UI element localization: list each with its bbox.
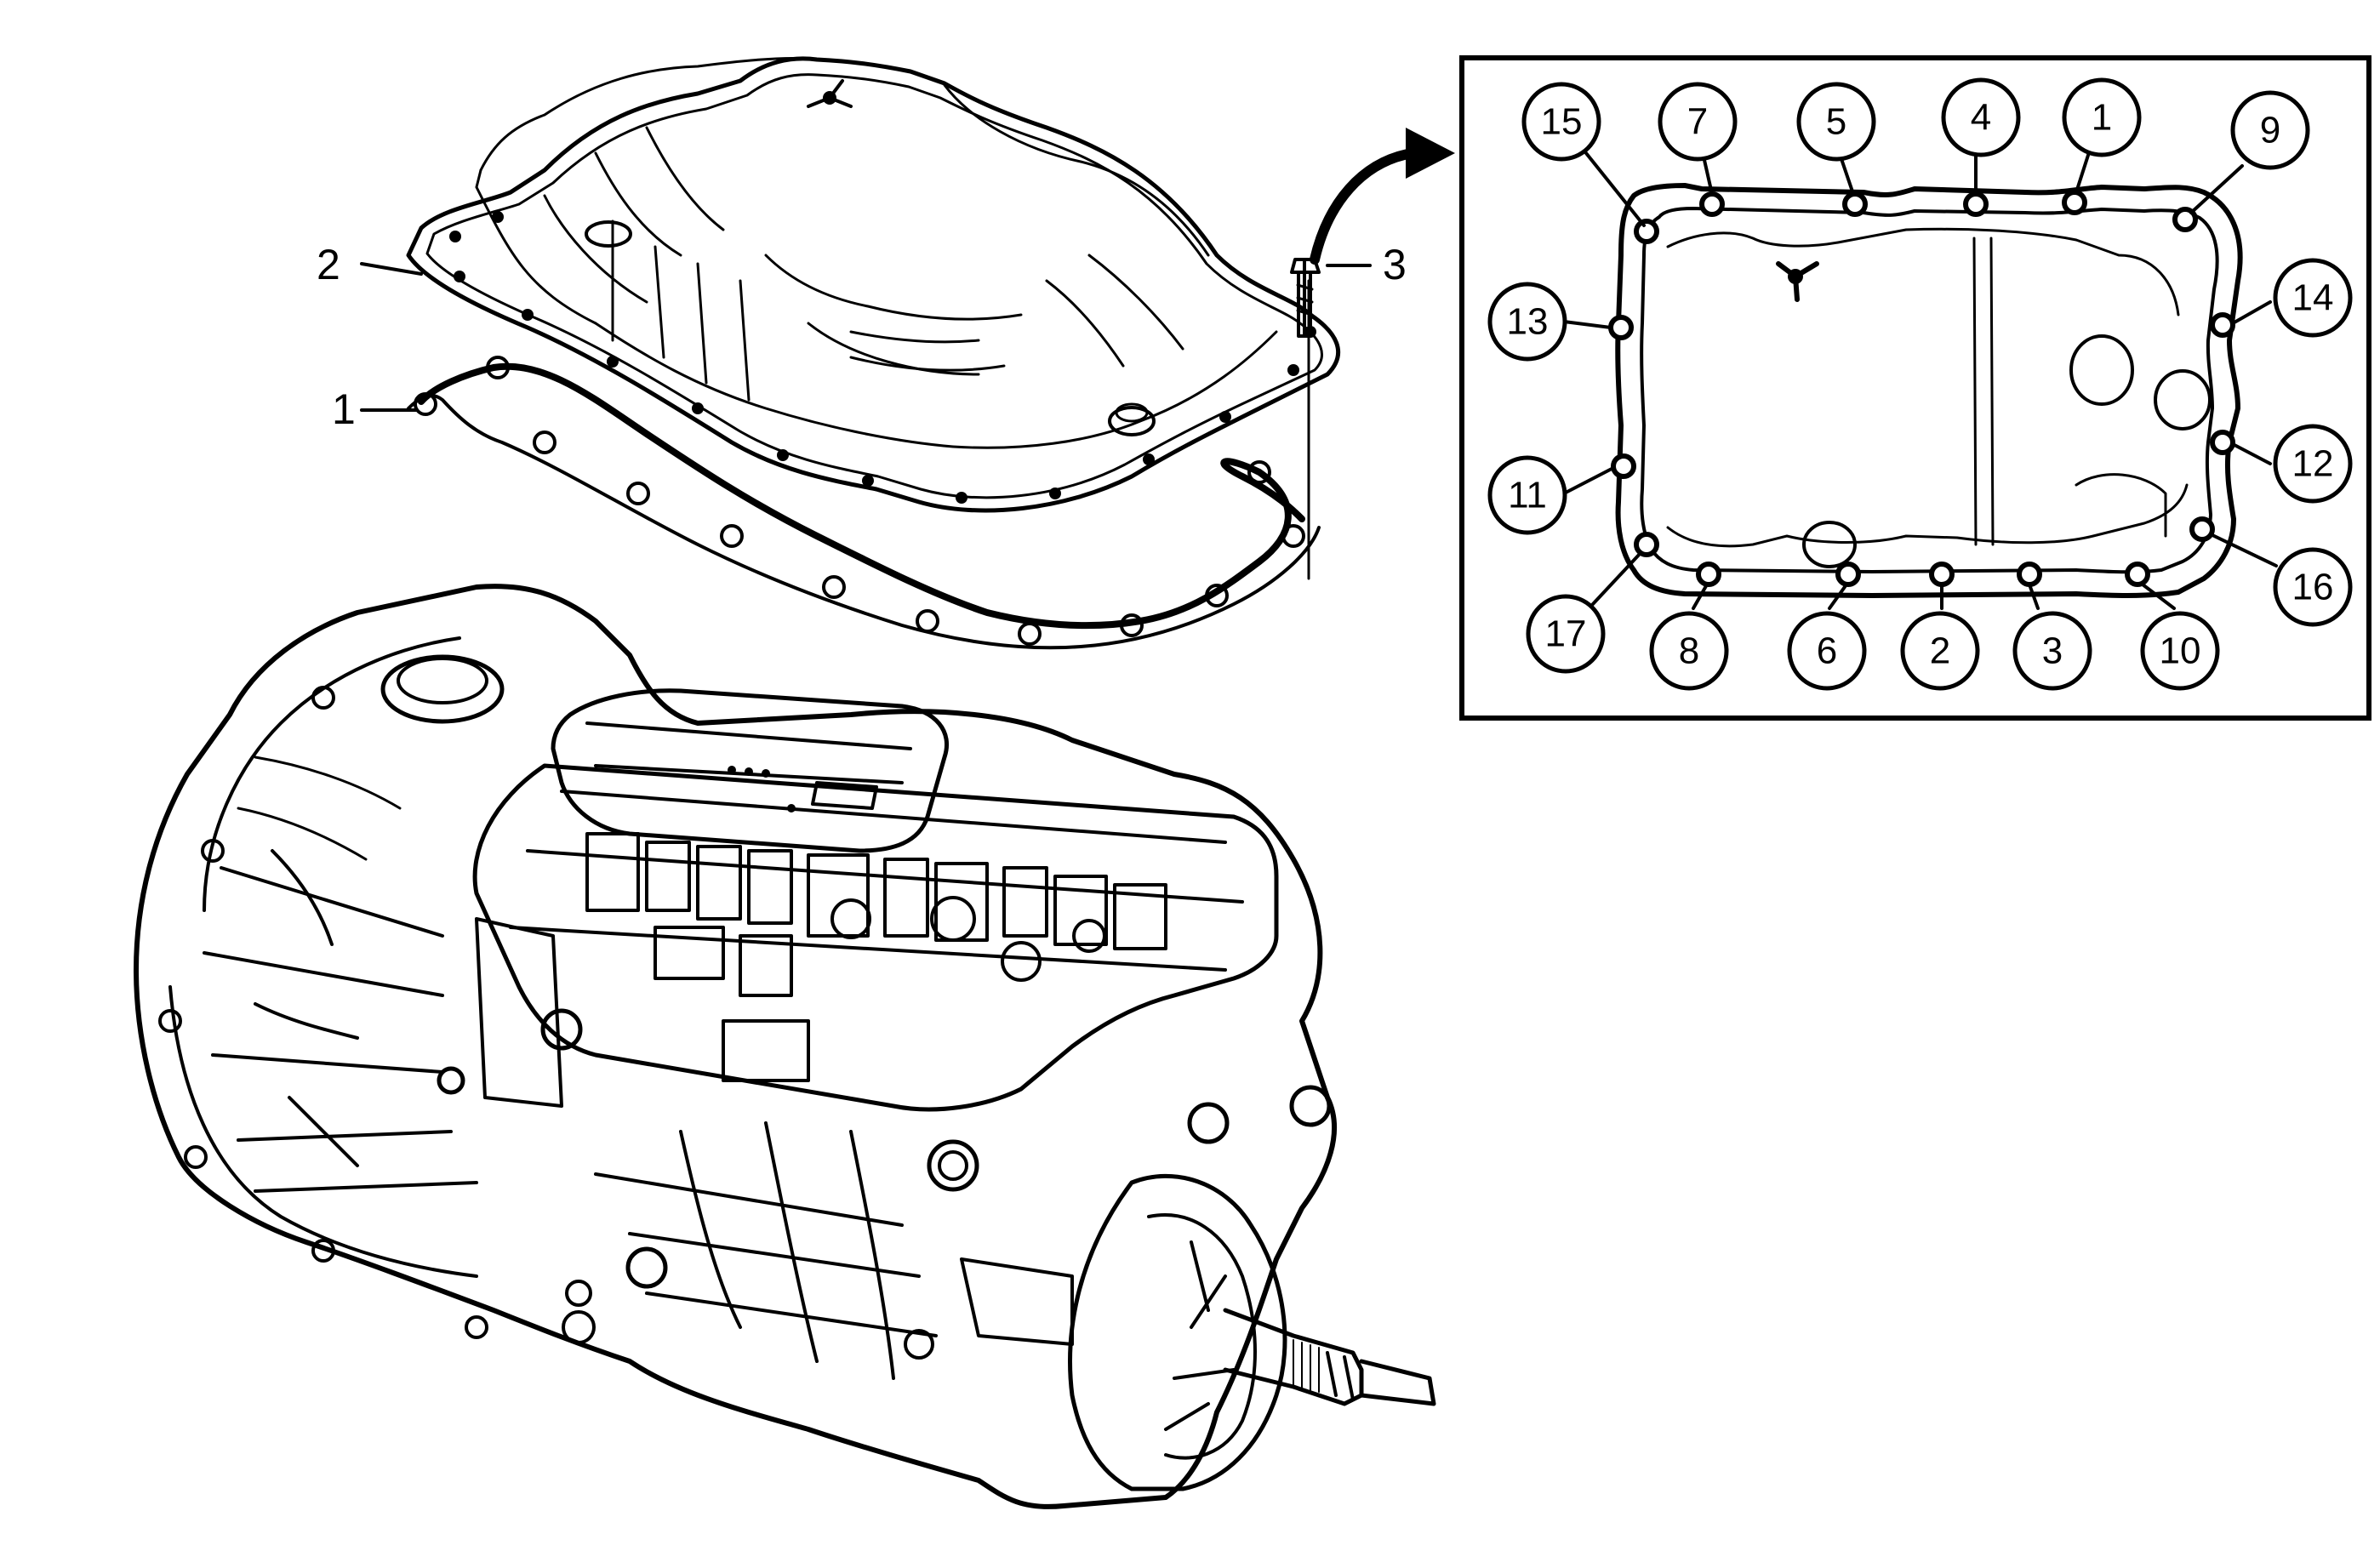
sequence-number-15: 15 — [1541, 101, 1583, 143]
callout-leaders — [360, 262, 1372, 412]
sequence-number-11: 11 — [1508, 475, 1547, 516]
torque-sequence-inset: 15 7 5 4 1 9 13 14 11 12 17 16 8 6 2 3 1… — [1459, 55, 2371, 721]
oil-pan — [406, 56, 1341, 513]
sequence-number-17: 17 — [1545, 613, 1587, 655]
oil-pan-gasket — [407, 356, 1321, 650]
detail-pointer-arrow — [1310, 128, 1455, 265]
sequence-number-12: 12 — [2292, 443, 2334, 485]
sequence-number-7: 7 — [1687, 101, 1708, 143]
sequence-number-8: 8 — [1679, 630, 1699, 672]
callout-label-2: 2 — [317, 241, 340, 288]
sequence-number-4: 4 — [1971, 97, 1991, 139]
sequence-number-6: 6 — [1817, 630, 1837, 672]
sequence-number-2: 2 — [1930, 630, 1950, 672]
sequence-number-3: 3 — [2042, 630, 2063, 672]
sequence-number-5: 5 — [1826, 101, 1846, 143]
sequence-number-9: 9 — [2260, 110, 2280, 151]
transmission-assembly — [134, 584, 1436, 1509]
sequence-number-1: 1 — [2092, 97, 2112, 139]
callout-label-1: 1 — [332, 385, 356, 433]
oil-pan-bolt — [1290, 258, 1321, 580]
sequence-number-10: 10 — [2160, 630, 2201, 672]
sequence-number-13: 13 — [1507, 301, 1549, 343]
sequence-number-14: 14 — [2292, 277, 2334, 319]
callout-label-3: 3 — [1383, 241, 1407, 288]
sequence-number-16: 16 — [2292, 567, 2334, 608]
